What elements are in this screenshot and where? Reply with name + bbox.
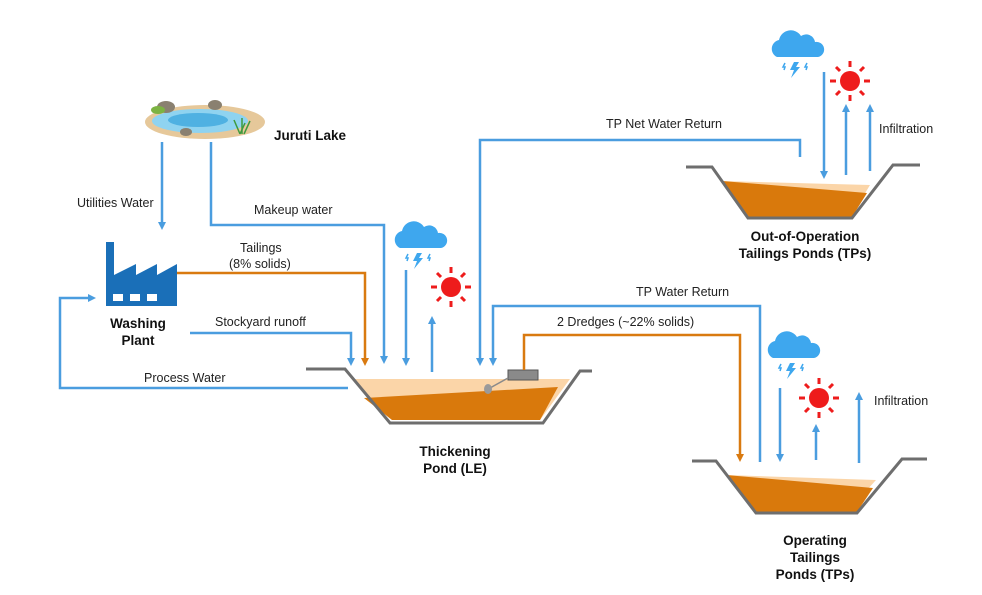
- op-label: Operating Tailings Ponds (TPs): [765, 532, 865, 583]
- thickening-label-1: Thickening: [419, 444, 491, 459]
- plant-label-2: Plant: [121, 333, 155, 348]
- out-of-operation-pond: [686, 163, 920, 220]
- dredges-label: 2 Dredges (~22% solids): [557, 315, 695, 329]
- op-label-1: Operating: [783, 533, 847, 548]
- sun-icon: [797, 376, 841, 420]
- plant-label: Washing Plant: [98, 315, 178, 349]
- stockyard-runoff-label: Stockyard runoff: [215, 315, 306, 329]
- oop-label-2: Tailings Ponds (TPs): [738, 246, 872, 261]
- makeup-water-flow: [209, 142, 388, 364]
- infiltration-oop-label: Infiltration: [879, 122, 934, 136]
- oop-label-1: Out-of-Operation: [750, 229, 860, 244]
- thickening-label: Thickening Pond (LE): [400, 443, 510, 477]
- utilities-water-label: Utilities Water: [77, 196, 154, 210]
- tp-net-water-return-label: TP Net Water Return: [606, 117, 723, 131]
- process-water-flow: [58, 294, 348, 390]
- stockyard-runoff-flow: [190, 331, 355, 366]
- rain-cloud-icon: [767, 330, 821, 380]
- dredges-flow: [522, 333, 744, 462]
- tp-water-return-label: TP Water Return: [636, 285, 730, 299]
- plant-label-1: Washing: [110, 316, 166, 331]
- thickening-pond: [306, 367, 592, 425]
- sun-icon: [828, 59, 872, 103]
- tailings-label-2: (8% solids): [229, 257, 291, 271]
- rain-cloud-icon: [771, 29, 825, 79]
- tp-net-water-return-flow: [476, 138, 802, 366]
- makeup-water-label: Makeup water: [254, 203, 333, 217]
- sun-icon: [429, 265, 473, 309]
- thickening-label-2: Pond (LE): [423, 461, 487, 476]
- lake-label: Juruti Lake: [274, 128, 347, 143]
- op-label-2: Tailings: [789, 550, 840, 565]
- operating-pond: [692, 457, 927, 515]
- process-water-label: Process Water: [144, 371, 226, 385]
- rain-cloud-icon: [394, 220, 448, 270]
- infiltration-op-label: Infiltration: [874, 394, 929, 408]
- tp-water-return-flow: [489, 304, 762, 462]
- tailings-label-1: Tailings: [240, 241, 282, 255]
- op-label-3: Ponds (TPs): [775, 567, 855, 582]
- factory-icon: [106, 242, 177, 306]
- tailings-flow: [177, 271, 369, 366]
- lake-icon: [145, 100, 265, 139]
- oop-label: Out-of-Operation Tailings Ponds (TPs): [725, 228, 885, 262]
